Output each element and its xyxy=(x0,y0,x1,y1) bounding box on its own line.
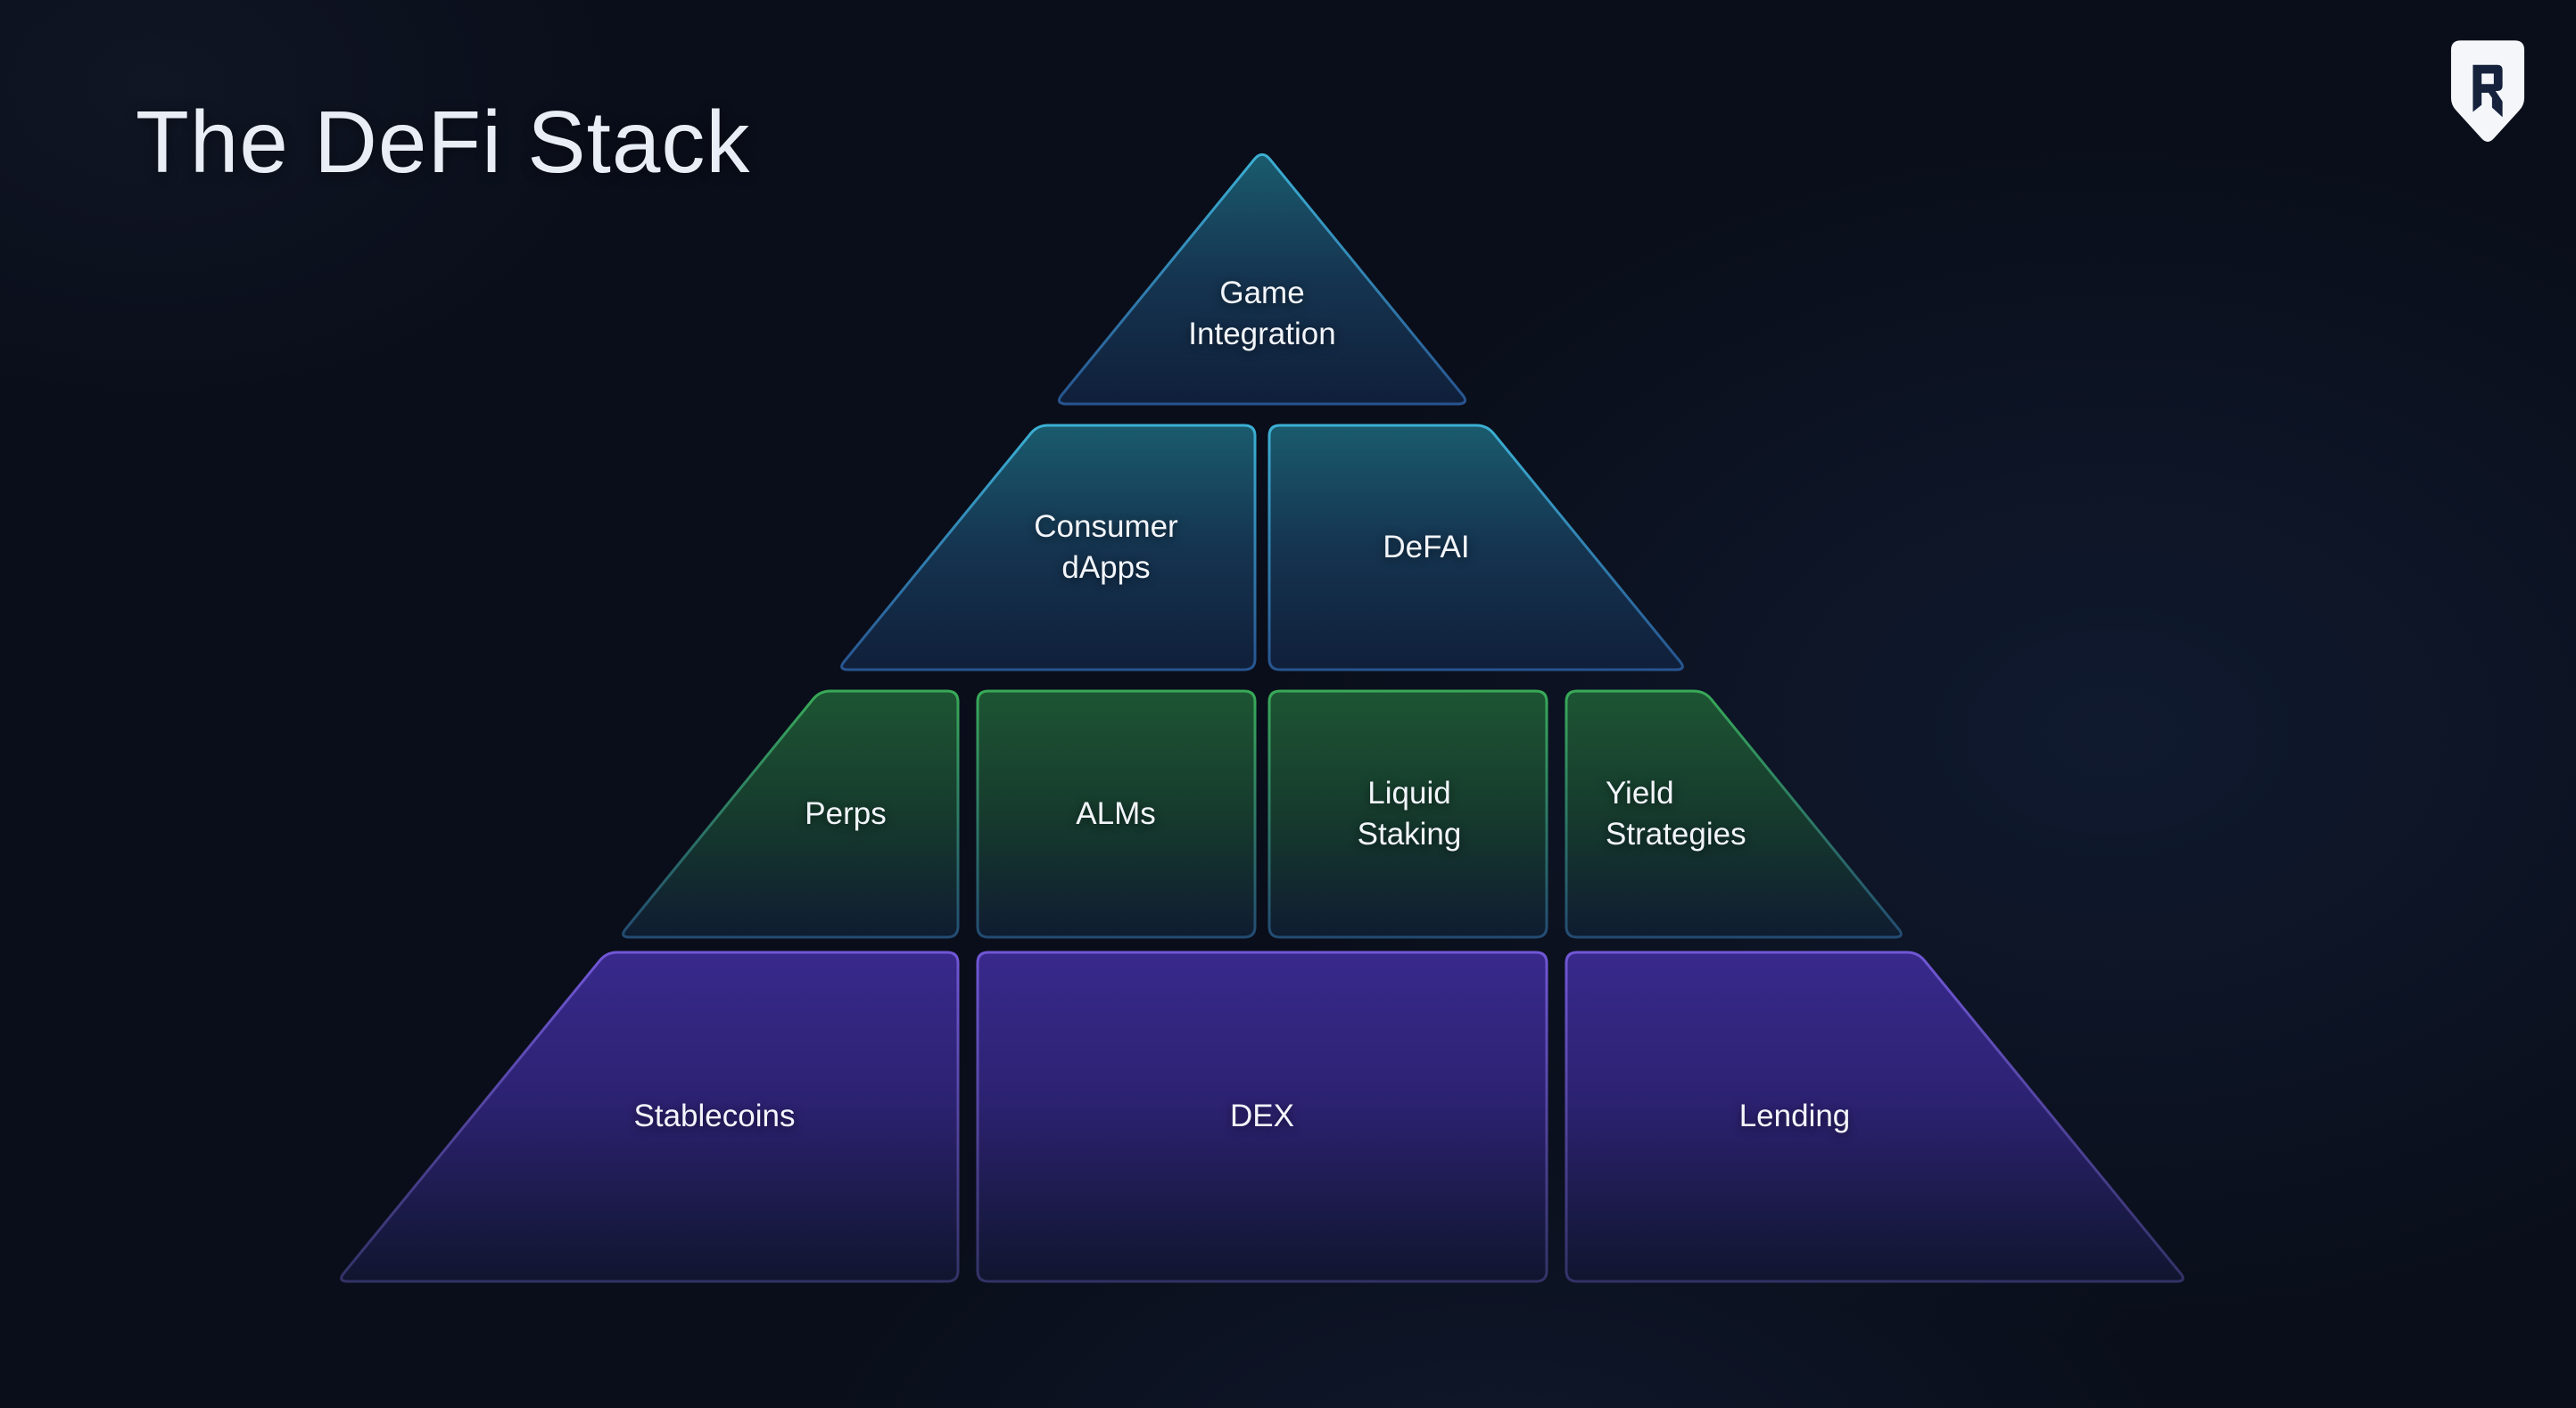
block-shape-liquid-staking xyxy=(1267,689,1548,939)
block-shape-perps xyxy=(622,689,960,939)
block-shape-consumer-dapps xyxy=(840,424,1257,671)
logo-letter-r xyxy=(2473,64,2503,118)
block-shape-defai xyxy=(1267,424,1684,671)
block-shape-stablecoins xyxy=(340,951,960,1283)
block-shape-game-integration xyxy=(1057,152,1467,406)
ronin-logo xyxy=(2450,40,2525,142)
block-shape-yield-strategies xyxy=(1565,689,1903,939)
block-shape-alms xyxy=(976,689,1257,939)
page-title: The DeFi Stack xyxy=(136,93,751,191)
block-shape-lending xyxy=(1565,951,2184,1283)
block-shape-dex xyxy=(976,951,1548,1283)
